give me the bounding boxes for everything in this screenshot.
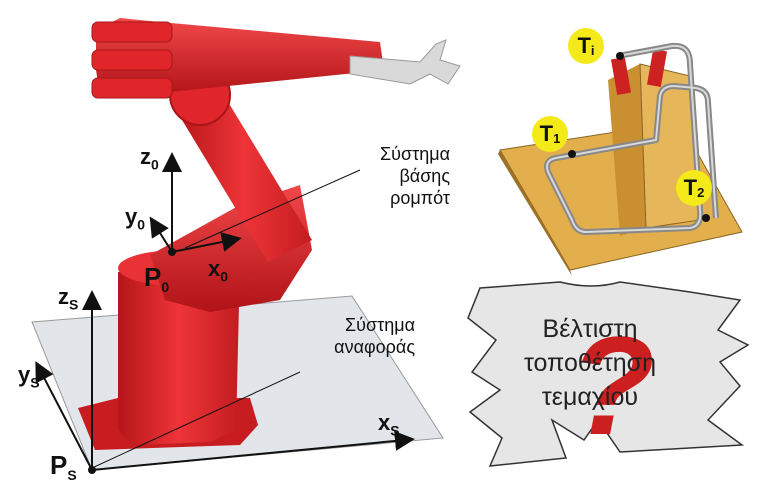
reference-frame-caption-line2: αναφοράς: [334, 337, 415, 357]
robot-frame-caption-line3: ρομπότ: [390, 188, 450, 208]
puzzle-piece: [467, 281, 750, 467]
ys-label: yS: [18, 362, 40, 391]
robot-wrist: [349, 39, 461, 85]
xs-axis-line: [91, 430, 415, 471]
question-mark-icon: ?: [569, 307, 655, 464]
fixture-block-side: [608, 64, 646, 236]
ps-origin-dot: [88, 466, 96, 474]
reference-frame-leader: [91, 371, 301, 469]
xs-label: xS: [378, 410, 400, 439]
robot-frame-caption-line1: Σύστημα: [380, 144, 450, 164]
ys-axis-line: [35, 361, 93, 471]
robot-frame-caption: Σύστημα βάσης ρομπότ: [320, 143, 450, 209]
robot-frame-leader: [184, 169, 361, 249]
robot-upper-arm-rib: [91, 49, 173, 71]
t2-point: [702, 214, 710, 222]
reference-frame-caption: Σύστημα αναφοράς: [285, 314, 415, 358]
x0-axis-line: [171, 232, 242, 253]
fixture-red-clamp: [610, 57, 632, 95]
reference-frame-caption-line1: Σύστημα: [345, 315, 415, 335]
t1-point: [568, 150, 576, 158]
ti-point: [616, 52, 624, 60]
fixture-red-clamp: [646, 49, 668, 87]
puzzle-caption-line1: Βέλτιστη: [542, 315, 638, 343]
ps-label: PS: [50, 450, 77, 484]
robot-frame-caption-line2: βάσης: [399, 166, 450, 186]
workpiece-tube-highlight: [546, 44, 717, 233]
y0-label: y0: [125, 204, 146, 233]
puzzle-caption: Βέλτιστη τοποθέτηση τεμαχίου: [500, 312, 680, 414]
zs-label: zS: [58, 284, 79, 313]
robot-upper-arm-rib: [91, 21, 173, 43]
x0-label: x0: [208, 256, 229, 285]
y0-axis-line: [149, 216, 173, 253]
robot-lower-arm: [176, 92, 312, 262]
p0-label: P0: [144, 262, 170, 296]
puzzle-caption-line2: τοποθέτηση: [523, 349, 657, 377]
robot-upper-arm-rib: [91, 77, 173, 99]
fixture-shadow-edge: [498, 150, 572, 276]
z0-label: z0: [140, 144, 159, 173]
puzzle-caption-line3: τεμαχίου: [541, 383, 639, 411]
p0-origin-dot: [168, 248, 176, 256]
